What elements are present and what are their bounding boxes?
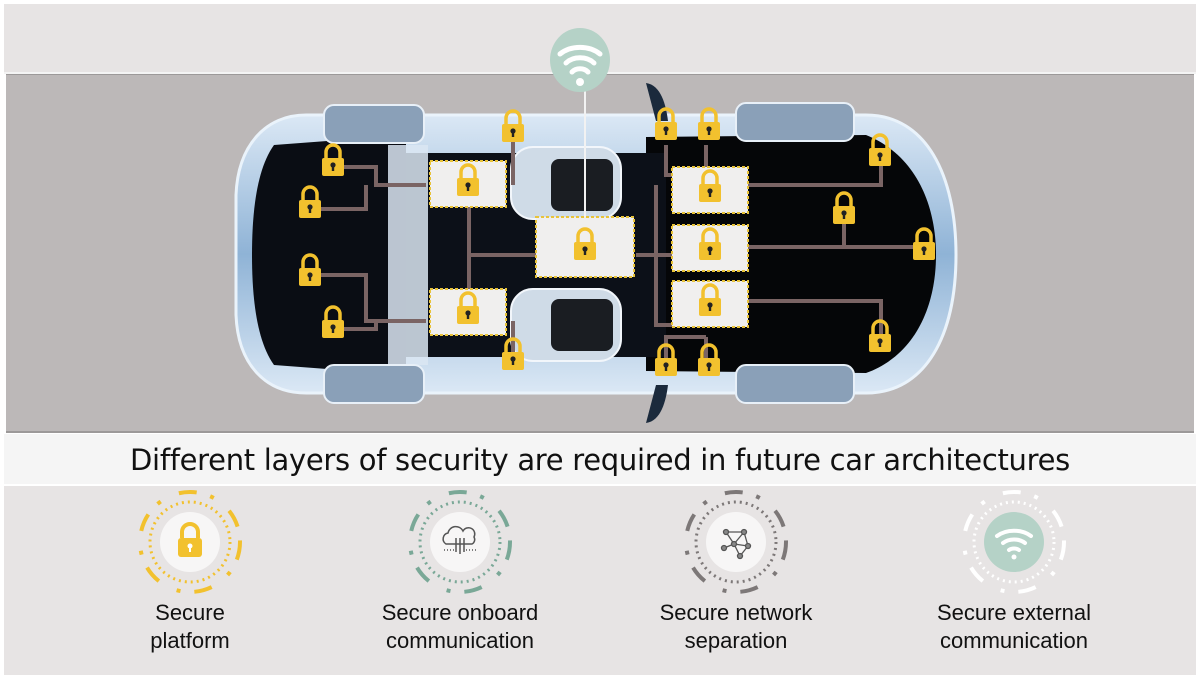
network-nodes-icon xyxy=(720,528,752,560)
feature-secure-platform: Secure platform xyxy=(70,486,310,675)
feature-label: Secure onboard communication xyxy=(381,600,539,653)
features-row: Secure platform Secure onboard xyxy=(4,486,1196,675)
feature-secure-network-separation: Secure network separation xyxy=(616,486,856,675)
caption-band: Different layers of security are require… xyxy=(4,434,1196,484)
feature-secure-onboard-communication: Secure onboard communication xyxy=(340,486,580,675)
secure-network-badge xyxy=(684,490,788,594)
cloud-circuit-icon xyxy=(442,525,476,554)
caption: Different layers of security are require… xyxy=(130,443,1070,477)
wifi-icon xyxy=(995,528,1033,560)
feature-label: Secure platform xyxy=(150,600,230,653)
feature-label: Secure network separation xyxy=(659,600,813,653)
car-diagram xyxy=(234,75,958,423)
secure-external-badge xyxy=(962,490,1066,594)
secure-onboard-badge xyxy=(408,490,512,594)
feature-label: Secure external communication xyxy=(936,600,1092,653)
car-stage xyxy=(6,74,1194,433)
feature-secure-external-communication: Secure external communication xyxy=(894,486,1134,675)
ecu-box xyxy=(429,288,507,336)
wifi-icon xyxy=(550,28,610,92)
ecu-box xyxy=(535,216,635,278)
lock-icon xyxy=(178,522,202,557)
secure-platform-badge xyxy=(138,490,242,594)
